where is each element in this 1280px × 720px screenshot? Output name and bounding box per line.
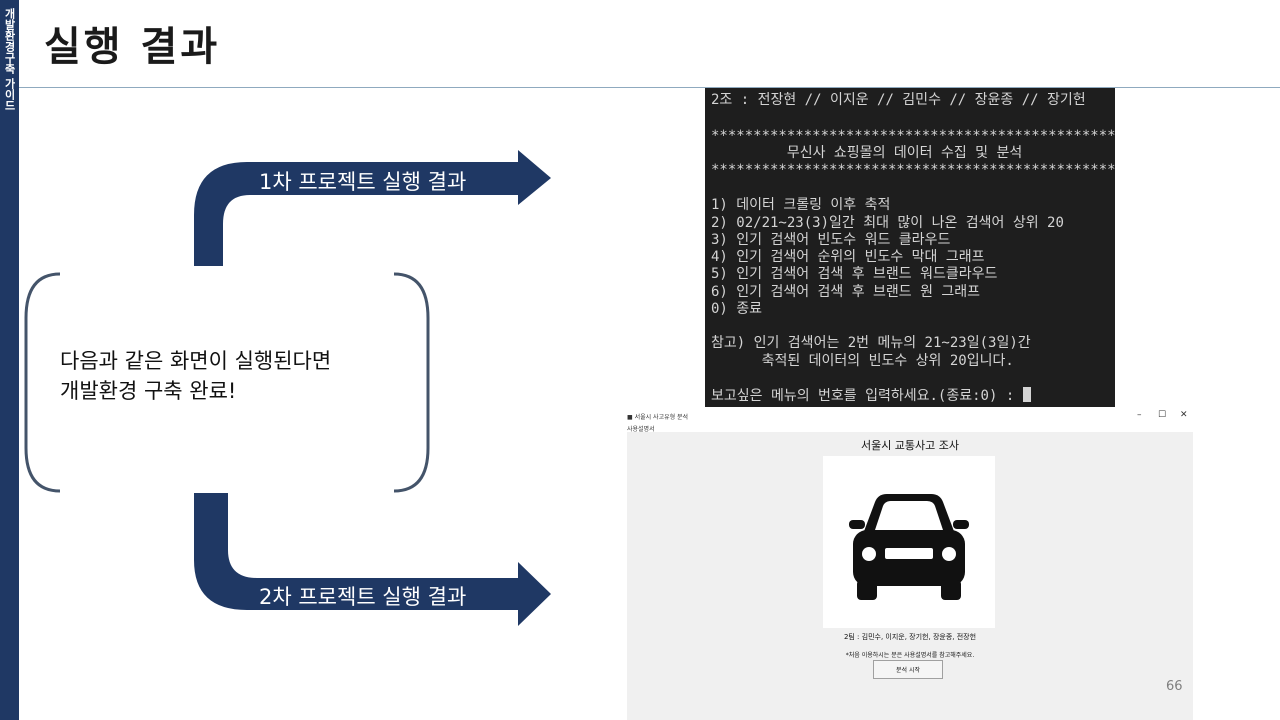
console-screenshot: 2조 : 전장현 // 이지운 // 김민수 // 장윤종 // 장기헌 ***… [705,88,1115,410]
completion-message: 다음과 같은 화면이 실행된다면 개발환경 구축 완료! [60,346,331,406]
maximize-button[interactable]: ☐ [1158,410,1167,420]
menu-manual[interactable]: 사용설명서 [627,426,655,433]
window-title-text: 서울시 사고유형 분석 [634,414,689,421]
console-line: 무신사 쇼핑몰의 데이터 수집 및 분석 [711,145,1023,161]
car-image-panel [823,456,995,628]
console-line: 3) 인기 검색어 빈도수 워드 클라우드 [711,232,951,248]
page-title: 실행 결과 [44,24,221,70]
console-line: 4) 인기 검색어 순위의 빈도수 막대 그래프 [711,249,985,265]
usage-note: *처음 이용하시는 분은 사용설명서를 참고해주세요. [845,652,975,659]
arrow-top-shape [194,150,551,266]
minimize-button[interactable]: – [1137,410,1142,420]
console-line: 5) 인기 검색어 검색 후 브랜드 워드클라우드 [711,266,998,282]
start-analysis-button[interactable]: 분석 시작 [873,660,943,679]
console-line: 2) 02/21~23(3)일간 최대 많이 나온 검색어 상위 20 [711,215,1064,231]
window-body: 서울시 교통사고 조사 2팀 : 김민수, 이지운, 장 [627,432,1193,720]
console-line: 6) 인기 검색어 검색 후 브랜드 원 그래프 [711,284,981,300]
console-line: 축적된 데이터의 빈도수 상위 20입니다. [711,353,1014,369]
completion-line-2: 개발환경 구축 완료! [60,379,237,403]
console-prompt-text: 보고싶은 메뉴의 번호를 입력하세요.(종료:0) : [711,388,1023,404]
left-bracket [24,272,61,493]
arrow-bottom-shape [194,493,551,626]
console-line: ****************************************… [711,128,1115,144]
console-cursor [1022,387,1031,402]
page-number: 66 [1166,679,1183,694]
window-title: ■ 서울시 사고유형 분석 [627,412,688,421]
console-prompt: 보고싶은 메뉴의 번호를 입력하세요.(종료:0) : [711,387,1031,405]
team-label: 2팀 : 김민수, 이지운, 장기헌, 장윤종, 전장헌 [843,633,977,641]
console-line: 0) 종료 [711,301,763,317]
completion-line-1: 다음과 같은 화면이 실행된다면 [60,349,332,373]
console-line: 1) 데이터 크롤링 이후 축적 [711,197,891,213]
arrow-top-label: 1차 프로젝트 실행 결과 [259,170,467,194]
sidebar-label: 개발환경구축 가이드 [3,8,16,111]
app-window: ■ 서울시 사고유형 분석 – ☐ ✕ 사용설명서 서울시 교통사고 조사 [622,407,1194,720]
right-bracket [393,272,430,493]
window-heading: 서울시 교통사고 조사 [860,439,960,452]
title-divider [19,87,1280,88]
sidebar: 개발환경구축 가이드 [0,0,19,720]
console-line: ****************************************… [711,162,1115,178]
close-button[interactable]: ✕ [1180,410,1188,420]
window-icon: ■ [627,414,635,421]
arrow-bottom-label: 2차 프로젝트 실행 결과 [259,585,467,609]
console-line: 참고) 인기 검색어는 2번 메뉴의 21~23일(3일)간 [711,335,1031,351]
console-line: 2조 : 전장현 // 이지운 // 김민수 // 장윤종 // 장기헌 [711,92,1086,108]
car-icon [849,494,969,600]
